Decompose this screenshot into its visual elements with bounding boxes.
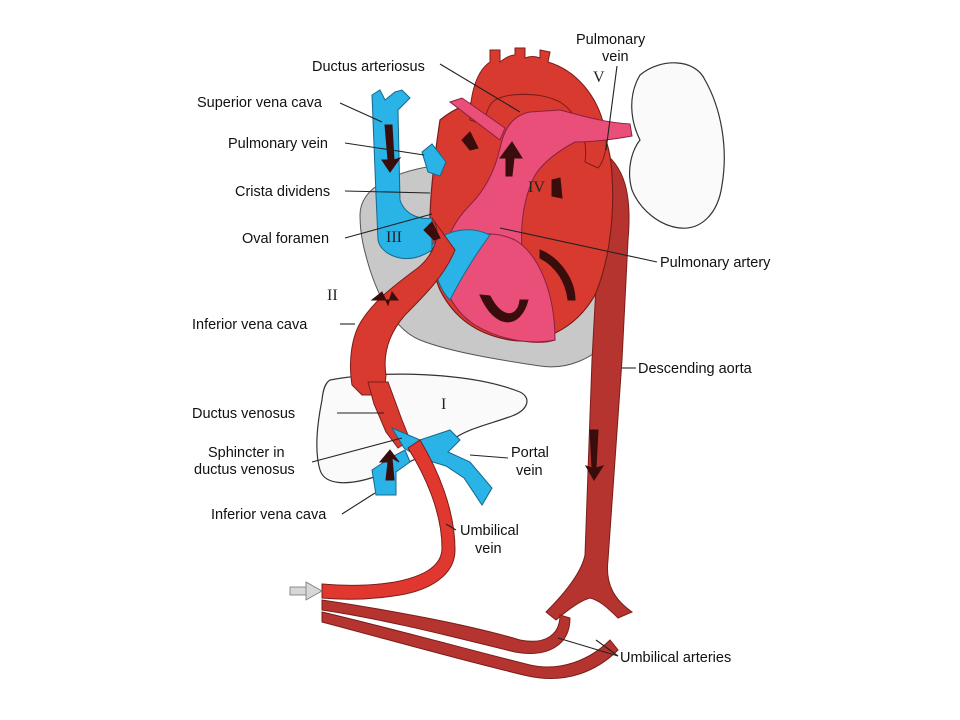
arrow-icon	[381, 124, 402, 173]
label-pulmonary-vein-top-line2: vein	[602, 49, 629, 65]
arrow-icon	[499, 141, 523, 177]
label-pulmonary-artery: Pulmonary artery	[660, 255, 771, 271]
arrow-icon	[378, 449, 400, 481]
numeral-v: V	[593, 69, 605, 86]
arrow-icon	[584, 429, 605, 481]
umbilical-artery-upper	[321, 599, 571, 654]
numeral-iii: III	[386, 229, 402, 246]
label-sphincter-line1: Sphincter in	[208, 445, 285, 461]
leader-lines	[311, 63, 658, 657]
label-superior-vena-cava: Superior vena cava	[197, 95, 323, 111]
pulmonary-artery-branch	[448, 97, 506, 141]
umbilical-artery-lower	[321, 611, 619, 679]
label-ductus-venosus: Ductus venosus	[192, 406, 295, 422]
flow-arrows	[370, 124, 605, 481]
label-crista-dividens: Crista dividens	[235, 184, 330, 200]
label-inferior-vena-cava-upper: Inferior vena cava	[192, 317, 308, 333]
arrow-icon	[539, 249, 576, 301]
numeral-iv: IV	[528, 179, 545, 196]
numeral-ii: II	[327, 287, 338, 304]
label-umbilical-vein-line2: vein	[475, 541, 502, 557]
inferior-vena-cava-upper-shape	[349, 217, 456, 396]
label-inferior-vena-cava-lower: Inferior vena cava	[211, 507, 327, 523]
label-umbilical-arteries: Umbilical arteries	[620, 650, 731, 666]
inflow-arrow-icon	[289, 581, 323, 601]
arrow-icon	[423, 221, 441, 241]
pulmonary-vein-left-shape	[421, 143, 447, 177]
label-umbilical-vein-line1: Umbilical	[460, 523, 519, 539]
label-pulmonary-vein-top-line1: Pulmonary	[576, 32, 646, 48]
lung	[628, 62, 725, 229]
label-portal-vein-line2: vein	[516, 463, 543, 479]
arrow-icon	[479, 294, 529, 323]
label-ductus-arteriosus: Ductus arteriosus	[312, 59, 425, 75]
arrow-icon	[551, 177, 563, 199]
arrow-icon	[461, 131, 479, 151]
aortic-arch	[469, 47, 607, 169]
label-pulmonary-vein-left: Pulmonary vein	[228, 136, 328, 152]
label-descending-aorta: Descending aorta	[638, 361, 753, 377]
label-oval-foramen: Oval foramen	[242, 231, 329, 247]
arrow-icon	[370, 290, 399, 307]
numeral-i: I	[441, 396, 446, 413]
label-portal-vein-line1: Portal	[511, 445, 549, 461]
label-sphincter-line2: ductus venosus	[194, 462, 295, 478]
